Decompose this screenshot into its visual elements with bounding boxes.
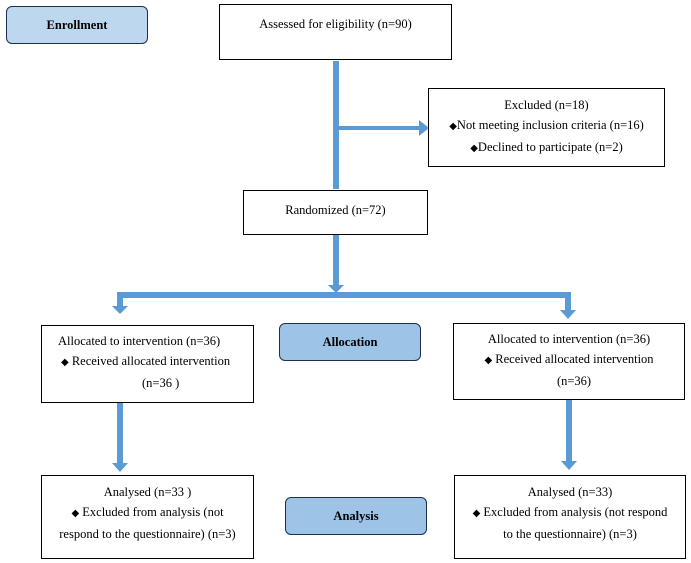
- split-bar: [117, 292, 571, 298]
- bullet-diamond-icon: ◆: [61, 357, 69, 368]
- left-received-count: (n=36 ): [142, 376, 180, 390]
- right-analysis-line: [566, 400, 572, 461]
- enrollment-label: Enrollment: [6, 6, 148, 44]
- excluded-title: Excluded (n=18): [504, 98, 589, 112]
- left-allocation-box: Allocated to intervention (n=36) ◆ Recei…: [41, 325, 254, 403]
- right-excluded-reason: to the questionnaire) (n=3): [503, 527, 637, 541]
- randomized-box: Randomized (n=72): [243, 190, 428, 235]
- bullet-diamond-icon: ◆: [472, 508, 481, 519]
- excluded-box: Excluded (n=18) ◆Not meeting inclusion c…: [428, 88, 665, 167]
- analysis-label: Analysis: [285, 497, 427, 535]
- right-allocation-box: Allocated to intervention (n=36) ◆ Recei…: [453, 323, 685, 400]
- left-analysis-box: Analysed (n=33 ) ◆ Excluded from analysi…: [41, 475, 254, 559]
- left-received-line: ◆ Received allocated intervention: [61, 354, 231, 368]
- left-drop-arrowhead: [112, 306, 128, 314]
- bullet-diamond-icon: ◆: [449, 121, 457, 132]
- left-allocated-text: Allocated to intervention (n=36): [58, 334, 221, 348]
- left-analysis-line: [117, 403, 123, 463]
- exclusion-arrowhead: [419, 120, 429, 136]
- allocation-label-text: Allocation: [322, 334, 378, 349]
- right-received-line: ◆ Received allocated intervention: [484, 352, 654, 366]
- left-analysed-text: Analysed (n=33 ): [103, 485, 192, 499]
- assessed-text: Assessed for eligibility (n=90): [259, 17, 412, 31]
- right-drop-arrowhead: [560, 310, 576, 319]
- trunk-line: [333, 61, 339, 189]
- right-excluded-line: ◆ Excluded from analysis (not respond: [472, 505, 668, 519]
- exclusion-branch-line: [339, 126, 419, 130]
- allocation-label: Allocation: [279, 323, 421, 361]
- left-excluded-line: ◆ Excluded from analysis (not: [71, 505, 224, 519]
- bullet-diamond-icon: ◆: [71, 508, 80, 519]
- assessed-box: Assessed for eligibility (n=90): [219, 4, 452, 60]
- analysis-label-text: Analysis: [333, 508, 379, 523]
- bullet-diamond-icon: ◆: [484, 355, 493, 366]
- bullet-diamond-icon: ◆: [470, 143, 478, 154]
- right-allocated-text: Allocated to intervention (n=36): [487, 332, 651, 346]
- randomized-down-line: [333, 235, 339, 285]
- right-analysis-arrowhead: [561, 461, 577, 470]
- right-analysed-text: Analysed (n=33): [527, 485, 613, 499]
- randomized-arrowhead: [328, 285, 344, 293]
- left-excluded-reason: respond to the questionnaire) (n=3): [59, 527, 236, 541]
- right-analysis-box: Analysed (n=33) ◆ Excluded from analysis…: [454, 475, 686, 559]
- excluded-item: ◆Not meeting inclusion criteria (n=16): [449, 118, 644, 132]
- left-analysis-arrowhead: [112, 463, 128, 472]
- right-drop-line: [565, 298, 571, 310]
- left-drop-line: [117, 298, 123, 306]
- excluded-item: ◆Declined to participate (n=2): [470, 140, 623, 154]
- enrollment-label-text: Enrollment: [46, 17, 108, 32]
- randomized-text: Randomized (n=72): [285, 203, 386, 217]
- right-received-count: (n=36): [556, 374, 592, 388]
